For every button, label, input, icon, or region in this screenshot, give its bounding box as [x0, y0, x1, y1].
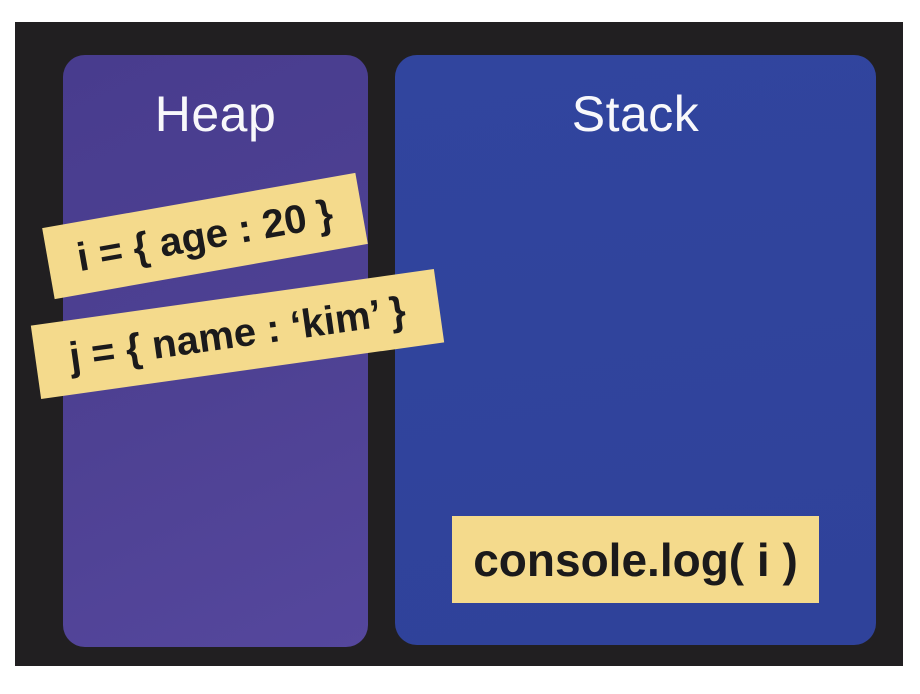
heap-title: Heap: [154, 86, 277, 142]
memory-diagram-board: Heap Stack i = { age : 20 } j = { name :…: [15, 22, 903, 666]
stack-title: Stack: [571, 86, 700, 142]
note-console-log: console.log( i ): [452, 516, 819, 603]
